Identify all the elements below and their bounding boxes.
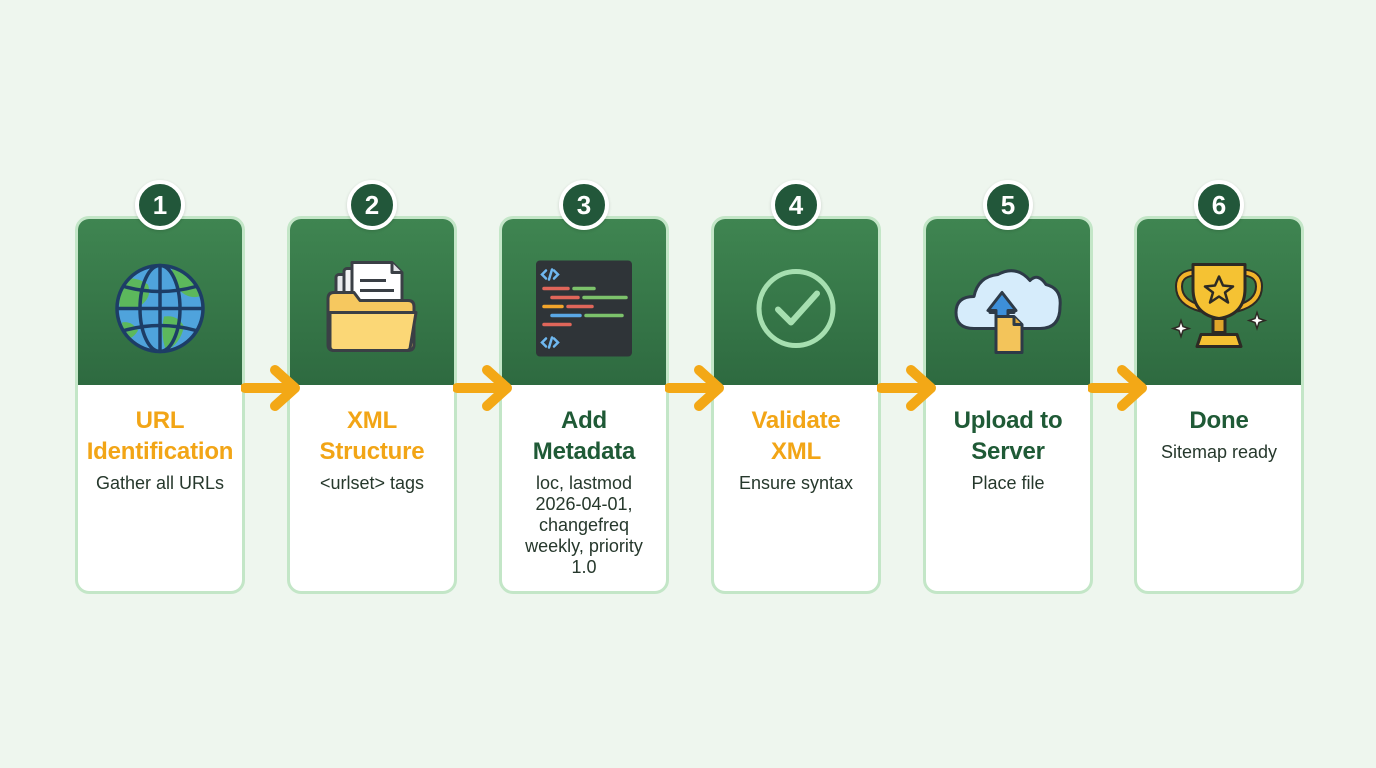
step-card-4: Validate XML Ensure syntax <box>711 216 881 594</box>
step-desc-6-line-1: Sitemap ready <box>1160 442 1278 462</box>
cloud-upload-icon <box>950 259 1066 364</box>
step-desc-3: loc, lastmod 2026-04-01, changefreq week… <box>506 473 662 578</box>
step-title-1-line-2: Identification <box>86 438 234 465</box>
step-title-6-line-1: Done <box>1189 407 1249 434</box>
step-title-5: Upload to Server <box>928 405 1088 467</box>
step-number-badge-6: 6 <box>1194 180 1244 230</box>
step-number-badge-4: 4 <box>771 180 821 230</box>
step-title-4: Validate XML <box>716 405 876 467</box>
step-desc-3-line-4: weekly, priority <box>525 536 643 556</box>
step-number-badge-5: 5 <box>983 180 1033 230</box>
step-title-5-line-2: Server <box>971 438 1045 465</box>
step-desc-3-line-3: changefreq <box>538 515 630 535</box>
step-header-1 <box>78 219 242 385</box>
step-title-2-line-2: Structure <box>319 438 425 465</box>
step-header-5 <box>926 219 1090 385</box>
step-desc-3-line-2: 2026-04-01, <box>535 494 633 514</box>
step-header-2 <box>290 219 454 385</box>
step-title-3-line-2: Metadata <box>532 438 636 465</box>
step-header-4 <box>714 219 878 385</box>
step-title-1: URL Identification <box>80 405 240 467</box>
code-editor-icon <box>534 259 634 364</box>
step-title-2: XML Structure <box>292 405 452 467</box>
step-desc-1: Gather all URLs <box>82 473 238 494</box>
step-card-6: Done Sitemap ready <box>1134 216 1304 594</box>
step-desc-5: Place file <box>930 473 1086 494</box>
step-desc-2: <urlset> tags <box>294 473 450 494</box>
step-desc-4-line-1: Ensure syntax <box>738 473 854 493</box>
step-number-badge-2: 2 <box>347 180 397 230</box>
step-desc-5-line-1: Place file <box>971 473 1045 493</box>
step-card-2: XML Structure <urlset> tags <box>287 216 457 594</box>
step-body-6: Done Sitemap ready <box>1137 385 1301 591</box>
globe-icon <box>112 261 208 362</box>
step-title-5-line-1: Upload to <box>953 407 1063 434</box>
step-header-6 <box>1137 219 1301 385</box>
arrow-right-icon <box>241 365 300 411</box>
step-body-2: XML Structure <urlset> tags <box>290 385 454 591</box>
step-title-2-line-1: XML <box>346 407 398 434</box>
arrow-right-icon <box>453 365 512 411</box>
trophy-icon <box>1169 259 1269 364</box>
arrow-right-icon <box>1088 365 1147 411</box>
arrow-right-icon <box>665 365 724 411</box>
folder-documents-icon <box>322 261 422 362</box>
step-title-3-line-1: Add <box>560 407 608 434</box>
step-body-1: URL Identification Gather all URLs <box>78 385 242 591</box>
step-desc-2-line-1: <urlset> tags <box>319 473 425 493</box>
step-desc-6: Sitemap ready <box>1141 442 1297 463</box>
step-card-5: Upload to Server Place file <box>923 216 1093 594</box>
step-body-4: Validate XML Ensure syntax <box>714 385 878 591</box>
step-title-3: Add Metadata <box>504 405 664 467</box>
step-title-4-line-1: Validate <box>751 407 841 434</box>
step-title-1-line-1: URL <box>135 407 185 434</box>
step-header-3 <box>502 219 666 385</box>
step-desc-3-line-1: loc, lastmod <box>535 473 633 493</box>
step-title-4-line-2: XML <box>770 438 822 465</box>
step-title-6: Done <box>1139 405 1299 436</box>
step-desc-4: Ensure syntax <box>718 473 874 494</box>
step-card-3: Add Metadata loc, lastmod 2026-04-01, ch… <box>499 216 669 594</box>
step-number-badge-1: 1 <box>135 180 185 230</box>
step-card-1: URL Identification Gather all URLs <box>75 216 245 594</box>
step-desc-1-line-1: Gather all URLs <box>95 473 225 493</box>
step-body-3: Add Metadata loc, lastmod 2026-04-01, ch… <box>502 385 666 591</box>
step-body-5: Upload to Server Place file <box>926 385 1090 591</box>
step-desc-3-line-5: 1.0 <box>571 557 597 577</box>
check-circle-icon <box>751 264 841 359</box>
arrow-right-icon <box>877 365 936 411</box>
step-number-badge-3: 3 <box>559 180 609 230</box>
